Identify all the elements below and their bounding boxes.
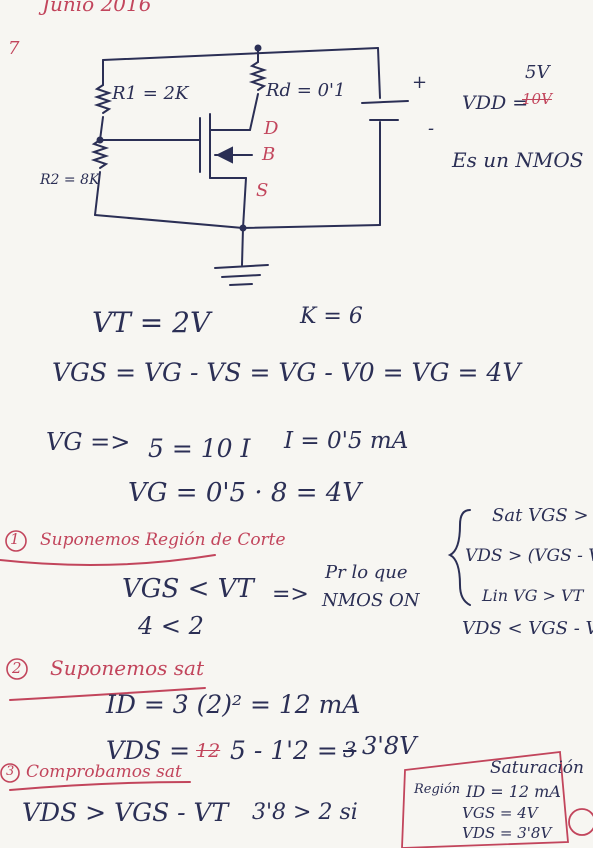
vds-result: 3'8V xyxy=(362,732,417,760)
condition-saturation-vds: VDS > (VGS - VT) xyxy=(465,546,593,566)
step1-inequality-symbolic: VGS < VT xyxy=(122,574,254,604)
step2-title: Suponemos sat xyxy=(50,656,204,680)
result-region-label: Región xyxy=(414,782,461,797)
result-drain-current: ID = 12 mA xyxy=(466,782,561,801)
vdd-value: 5V xyxy=(525,62,550,83)
rd-label: Rd = 0'1 xyxy=(266,80,346,101)
source-terminal-label: S xyxy=(256,180,269,201)
source-plus-label: + xyxy=(412,72,428,93)
current-equation: I = 0'5 mA xyxy=(284,428,409,454)
vdd-struck-value: 10V xyxy=(522,90,552,108)
condition-linear-vds: VDS < VGS - VT xyxy=(462,618,593,639)
step2-number: 2 xyxy=(12,659,22,677)
source-minus-label: - xyxy=(428,118,435,139)
vdd-label: VDD = xyxy=(462,92,529,114)
condition-linear-vg: Lin VG > VT xyxy=(482,586,584,605)
drain-label: D xyxy=(264,118,279,139)
condition-saturation-vgs: Sat VGS > VT xyxy=(492,505,593,526)
saturation-check: VDS > VGS - VT xyxy=(22,798,229,827)
saturation-check-values: 3'8 > 2 si xyxy=(252,800,358,825)
vds-struck-value: 12 xyxy=(196,740,221,762)
vds-prefix: VDS = xyxy=(106,736,191,765)
step1-conclusion-line1: Pr lo que xyxy=(325,562,408,583)
bulk-label: B xyxy=(262,144,276,165)
vg-label: VG => xyxy=(46,428,131,456)
step3-title: Comprobamos sat xyxy=(26,762,182,782)
step1-number: 1 xyxy=(10,530,20,548)
step1-conclusion-line2: NMOS ON xyxy=(322,590,420,611)
step1-inequality-numeric: 4 < 2 xyxy=(138,612,204,640)
vgs-equation: VGS = VG - VS = VG - V0 = VG = 4V xyxy=(52,358,521,387)
step1-title: Suponemos Región de Corte xyxy=(40,530,286,550)
vds-struck-digit: 3 xyxy=(343,738,357,762)
step3-number: 3 xyxy=(6,764,15,779)
result-vds: VDS = 3'8V xyxy=(462,824,552,842)
drain-current-equation: ID = 3 (2)² = 12 mA xyxy=(106,690,361,719)
vt-equation: VT = 2V xyxy=(92,306,211,339)
problem-number: 7 xyxy=(8,38,20,59)
ohm-equation: 5 = 10 I xyxy=(148,434,251,463)
nmos-type-note: Es un NMOS xyxy=(452,148,584,172)
r2-label: R2 = 8K xyxy=(40,172,100,188)
vds-equation: 5 - 1'2 = xyxy=(230,736,338,765)
step1-arrow: => xyxy=(272,582,309,607)
date-heading: Junio 2016 xyxy=(42,0,152,16)
k-equation: K = 6 xyxy=(300,304,363,329)
result-vgs: VGS = 4V xyxy=(462,804,538,822)
r1-label: R1 = 2K xyxy=(112,83,189,104)
vg-calculation: VG = 0'5 · 8 = 4V xyxy=(128,478,362,508)
result-region-value: Saturación xyxy=(490,758,584,778)
